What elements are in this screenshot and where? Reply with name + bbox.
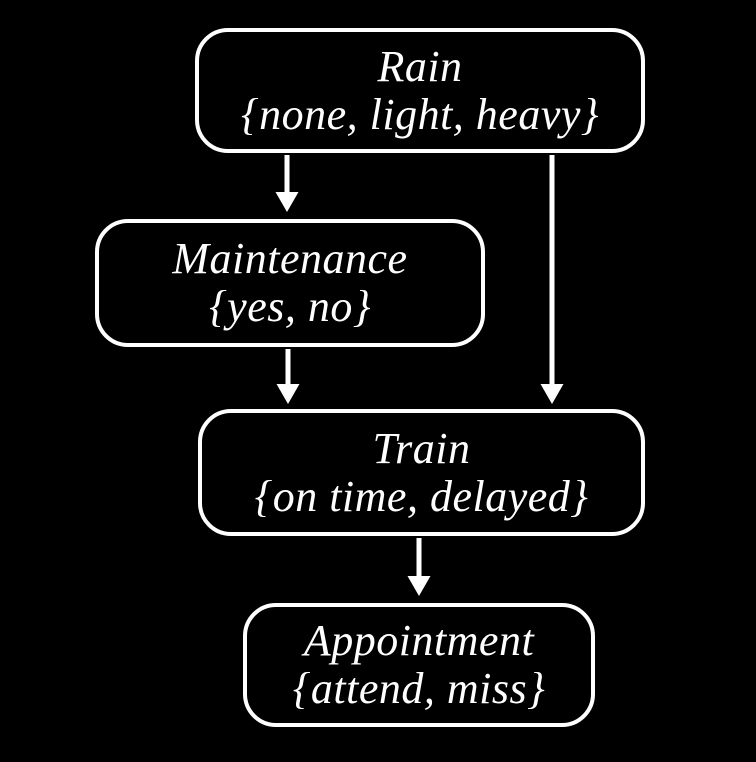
node-maintenance: Maintenance{yes, no} xyxy=(95,219,485,347)
arrowhead-train-to-appointment xyxy=(407,576,431,596)
node-appointment: Appointment{attend, miss} xyxy=(243,603,595,727)
node-appointment-label: Appointment xyxy=(303,616,535,665)
node-train: Train{on time, delayed} xyxy=(198,409,645,536)
node-train-domain: {on time, delayed} xyxy=(254,471,589,521)
node-rain-label: Rain xyxy=(377,41,463,91)
node-rain: Rain{none, light, heavy} xyxy=(195,28,645,153)
arrowhead-maintenance-to-train xyxy=(276,384,300,404)
node-maintenance-domain: {yes, no} xyxy=(209,282,371,331)
node-train-label: Train xyxy=(372,423,471,473)
arrowhead-rain-to-train xyxy=(540,384,564,404)
node-maintenance-label: Maintenance xyxy=(172,234,408,283)
node-appointment-domain: {attend, miss} xyxy=(292,664,546,713)
node-rain-domain: {none, light, heavy} xyxy=(241,89,599,139)
arrowhead-rain-to-maintenance xyxy=(275,192,299,212)
